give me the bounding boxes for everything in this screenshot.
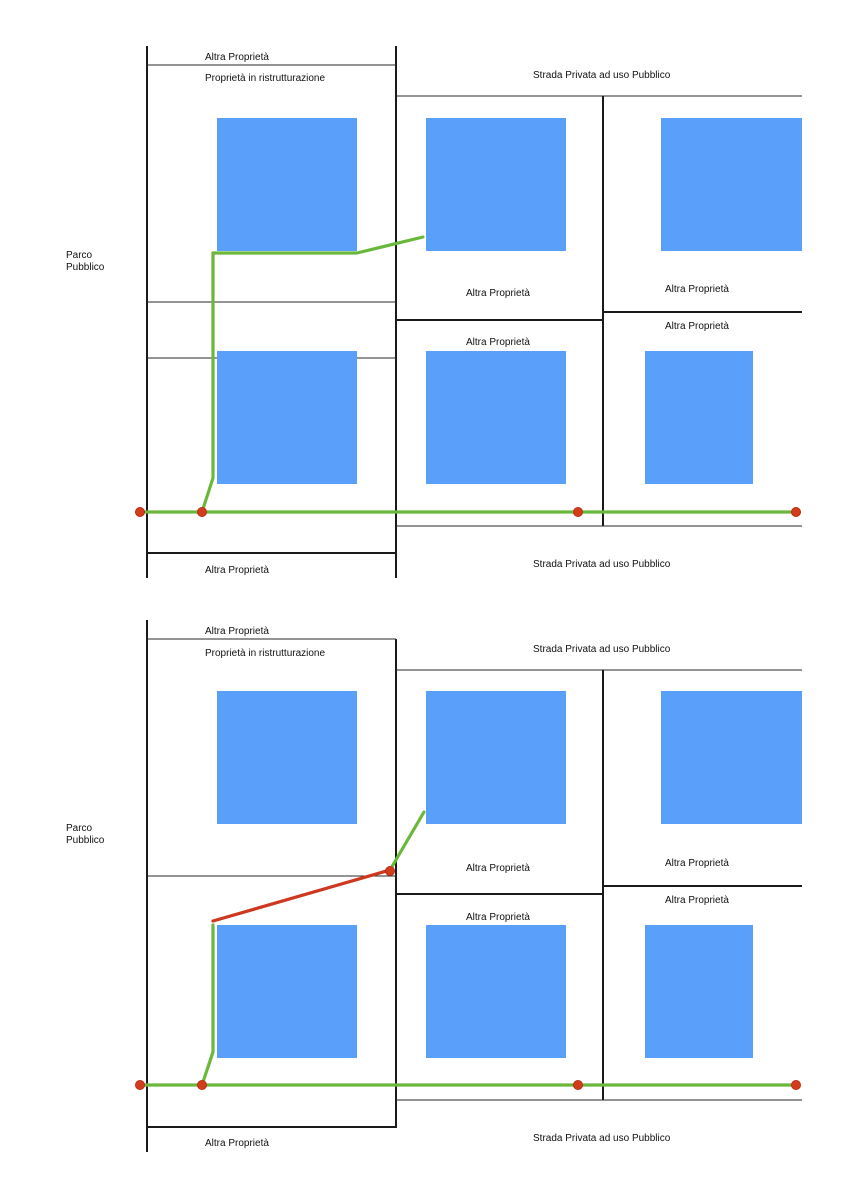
connection-routes	[134, 235, 802, 517]
building-block	[645, 351, 753, 484]
connection-node	[791, 506, 802, 517]
altra-proprieta-label: Altra Proprietà	[665, 895, 729, 906]
strada-label: Strada Privata ad uso Pubblico	[533, 70, 671, 81]
strada-label: Strada Privata ad uso Pubblico	[533, 644, 671, 655]
altra-proprieta-label: Altra Proprietà	[466, 288, 530, 299]
altra-proprieta-label: Altra Proprietà	[205, 626, 269, 637]
building-block	[426, 925, 566, 1058]
building-block	[426, 118, 566, 251]
property-lines	[146, 620, 802, 1152]
strada-label: Strada Privata ad uso Pubblico	[533, 1133, 671, 1144]
strada-label: Strada Privata ad uso Pubblico	[533, 559, 671, 570]
buildings	[217, 118, 802, 484]
buildings	[217, 691, 802, 1058]
labels: Parco Pubblico Altra Proprietà Proprietà…	[66, 626, 729, 1149]
green-route-branch	[200, 923, 215, 1087]
altra-proprieta-label: Altra Proprietà	[665, 321, 729, 332]
green-route-branch	[200, 235, 425, 514]
ristrutturazione-label: Proprietà in ristrutturazione	[205, 73, 325, 84]
connection-node	[573, 506, 584, 517]
connection-node	[134, 1080, 145, 1091]
altra-proprieta-label: Altra Proprietà	[665, 858, 729, 869]
altra-proprieta-label: Altra Proprietà	[205, 52, 269, 63]
connection-routes	[134, 810, 802, 1091]
altra-proprieta-label: Altra Proprietà	[665, 284, 729, 295]
altra-proprieta-label: Altra Proprietà	[205, 565, 269, 576]
ristrutturazione-label: Proprietà in ristrutturazione	[205, 648, 325, 659]
building-block	[645, 925, 753, 1058]
connection-node	[196, 506, 207, 517]
building-block	[661, 691, 802, 824]
parco-label-line1: Parco	[66, 250, 93, 261]
connection-node	[384, 866, 395, 877]
property-lines	[146, 46, 802, 578]
connection-node	[134, 506, 145, 517]
labels: Parco Pubblico Altra Proprietà Proprietà…	[66, 52, 729, 576]
building-block	[426, 351, 566, 484]
building-block	[217, 118, 357, 251]
altra-proprieta-label: Altra Proprietà	[205, 1138, 269, 1149]
altra-proprieta-label: Altra Proprietà	[466, 863, 530, 874]
building-block	[217, 925, 357, 1058]
parco-label-line2: Pubblico	[66, 835, 105, 846]
green-route-segment	[388, 810, 426, 872]
parco-label-line1: Parco	[66, 823, 93, 834]
diagram-top: Parco Pubblico Altra Proprietà Proprietà…	[66, 46, 802, 578]
connection-node	[196, 1080, 207, 1091]
connection-node	[791, 1080, 802, 1091]
building-block	[217, 351, 357, 484]
connection-node	[573, 1080, 584, 1091]
building-block	[426, 691, 566, 824]
red-route-segment	[211, 868, 392, 923]
diagram-bottom: Parco Pubblico Altra Proprietà Proprietà…	[66, 620, 802, 1152]
parco-label-line2: Pubblico	[66, 262, 105, 273]
building-block	[661, 118, 802, 251]
altra-proprieta-label: Altra Proprietà	[466, 337, 530, 348]
building-block	[217, 691, 357, 824]
altra-proprieta-label: Altra Proprietà	[466, 912, 530, 923]
